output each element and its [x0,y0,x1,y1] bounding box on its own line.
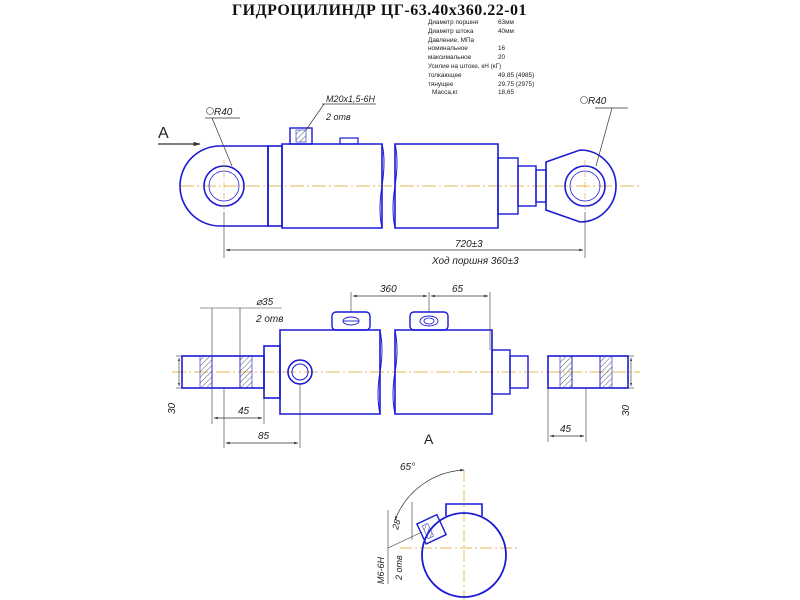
stroke-label: Ход поршня 360±3 [431,256,519,267]
spec-label: тянущее [428,80,454,88]
spec-row: максимальное 20 [428,54,628,63]
spec-table: Диаметр поршня 63мм Диаметр штока 40мм Дав… [428,19,628,98]
spec-label: толкающее [428,71,462,79]
right-eye-outline [545,149,617,223]
barrel-right [394,143,499,229]
spec-row: Усилие на штоке, кН (кГ) [428,63,628,72]
spec-row: тянущее 29.75 (2975) [428,81,628,90]
dim-28-label: 28 [390,518,403,531]
view-a-section: А 65° 28 М6-6Н 2 отв [376,431,520,600]
spec-value: 40мм [498,27,514,35]
side-view: 360 65 ⌀35 2 отв 30 45 85 30 45 [167,284,640,448]
angle-65-arc [394,468,465,521]
spec-value: 29.75 (2975) [498,80,535,88]
left-eye-outline [179,145,269,227]
barrel-break-left [379,143,385,229]
radius-left-label: R40 [214,107,233,118]
thread-m6-label: М6-6Н [376,556,386,584]
dim-360-label: 360 [380,284,397,295]
spec-label: Масса,кг [432,89,458,97]
spec-value: 63мм [498,19,514,26]
top-view: А R40 R40 М20х1,5-6Н 2 отв 720±3 Ход пор… [158,94,640,267]
spec-row: Диаметр штока 40мм [428,28,628,37]
dim-45-left-label: 45 [238,406,250,417]
radius-right-label: R40 [588,96,607,107]
view-a-label: А [158,125,169,142]
dim-65-label: 65 [452,284,464,295]
spec-row: толкающее 49.85 (4985) [428,72,628,81]
drawing-title: ГИДРОЦИЛИНДР ЦГ-63.40х360.22-01 [232,2,528,19]
dia-35-label: ⌀35 [256,297,274,308]
thread-top-count: 2 отв [325,112,351,122]
thread-top-label: М20х1,5-6Н [326,94,376,104]
spec-value: 20 [498,54,506,62]
dim-30-right-label: 30 [621,404,632,416]
top-boss-right [409,311,449,331]
spec-label: Диаметр поршня [428,19,479,26]
dim-85-label: 85 [258,431,270,442]
spec-row: Давление, МПа [428,37,628,46]
spec-label: Усилие на штоке, кН (кГ) [428,62,502,70]
right-lug [547,355,629,389]
spec-label: номинальное [428,45,468,53]
spec-label: Диаметр штока [428,27,474,35]
spec-row: номинальное 16 [428,45,628,54]
top-port-boss [289,127,313,145]
angle-65-label: 65° [400,462,415,473]
dim-720-label: 720±3 [455,239,483,250]
spec-value: 49.85 (4985) [498,71,535,79]
spec-label: Давление, МПа [428,36,475,44]
dim-30-left-label: 30 [167,402,178,414]
dim-45-right-label: 45 [560,424,572,435]
side-barrel-right [394,329,493,415]
view-a-section-label: А [424,431,434,447]
spec-label: максимальное [428,54,472,62]
thread-m6-count: 2 отв [394,555,404,581]
spec-row: Масса,кг 18,65 [428,89,628,98]
dia-35-count: 2 отв [255,314,283,325]
spec-value: 16 [498,45,506,53]
spec-value: 18,65 [498,89,514,97]
spec-row: Диаметр поршня 63мм [428,19,628,28]
